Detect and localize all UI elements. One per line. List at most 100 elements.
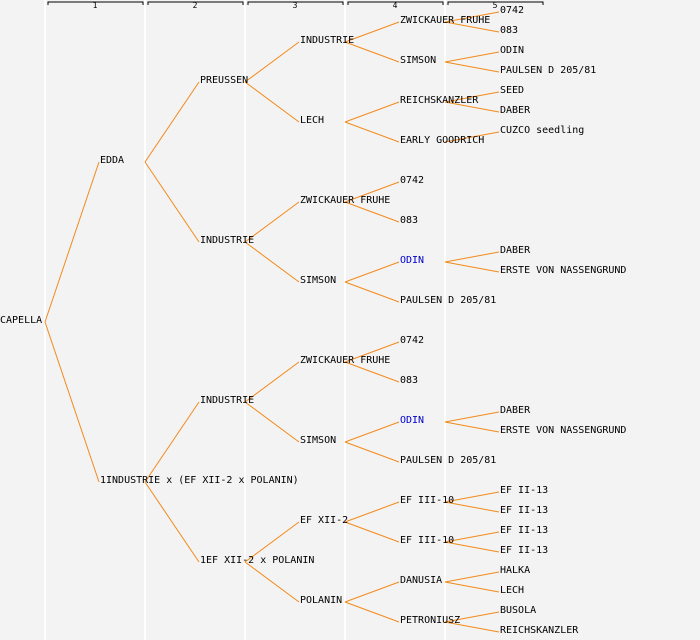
pedigree-link [444, 531, 500, 543]
ancestor-label-gen-4: EARLY GOODRICH [400, 135, 485, 146]
pedigree-link [444, 251, 500, 263]
pedigree-link [444, 581, 500, 593]
ancestor-label-gen-3: EF XII-2 [300, 515, 349, 526]
pedigree-link [444, 491, 500, 503]
pedigree-link [444, 611, 500, 623]
ancestor-label-gen-3: INDUSTRIE [300, 35, 355, 46]
ancestor-label-gen-5: ODIN [500, 45, 525, 56]
pedigree-link [344, 201, 400, 223]
pedigree-link [444, 11, 500, 23]
ancestor-label-gen-2: 1EF XII-2 x POLANIN [200, 555, 315, 566]
ancestor-label-gen-1: 1INDUSTRIE x (EF XII-2 x POLANIN) [100, 475, 299, 486]
pedigree-link [144, 161, 200, 243]
ancestor-label-gen-5: HALKA [500, 565, 531, 576]
pedigree-link [444, 91, 500, 103]
generation-bracket [47, 1, 144, 5]
ancestor-label-gen-3: SIMSON [300, 435, 337, 446]
pedigree-link [244, 81, 300, 123]
pedigree-link [444, 501, 500, 513]
ancestor-label-gen-5: 0742 [500, 5, 525, 16]
ancestor-label-gen-5: DABER [500, 405, 531, 416]
generation-header: 2 [192, 1, 198, 10]
pedigree-link [344, 601, 400, 623]
ancestor-label-gen-2: INDUSTRIE [200, 235, 255, 246]
pedigree-link [444, 21, 500, 33]
ancestor-label-gen-3: ZWICKAUER FRUHE [300, 195, 391, 206]
ancestor-label-gen-5: PAULSEN D 205/81 [500, 65, 597, 76]
pedigree-link [244, 41, 300, 83]
pedigree-link [44, 161, 100, 323]
ancestor-label-gen-4: SIMSON [400, 55, 437, 66]
ancestor-label-gen-4: REICHSKANZLER [400, 95, 479, 106]
ancestor-label-gen-5: EF II-13 [500, 525, 549, 536]
ancestor-label-gen-5: ERSTE VON NASSENGRUND [500, 265, 627, 276]
generation-header: 1 [92, 1, 98, 10]
generation-header: 5 [492, 1, 498, 10]
ancestor-label-gen-4: 083 [400, 215, 419, 226]
pedigree-link [244, 561, 300, 603]
ancestor-label-gen-4[interactable]: ODIN [400, 255, 425, 266]
pedigree-link [344, 41, 400, 63]
pedigree-link [344, 581, 400, 603]
ancestor-label-gen-5: ERSTE VON NASSENGRUND [500, 425, 627, 436]
generation-bracket [147, 1, 244, 5]
pedigree-link [344, 441, 400, 463]
pedigree-link [344, 101, 400, 123]
ancestor-label-gen-5: DABER [500, 245, 531, 256]
ancestor-label-gen-3: POLANIN [300, 595, 343, 606]
ancestor-label-gen-5: REICHSKANZLER [500, 625, 579, 636]
ancestor-label-gen-4: ZWICKAUER FRUHE [400, 15, 491, 26]
ancestor-label-gen-4: EF III-10 [400, 535, 455, 546]
pedigree-link [144, 401, 200, 483]
pedigree-link [344, 361, 400, 383]
ancestor-label-gen-5: EF II-13 [500, 485, 549, 496]
pedigree-link [444, 411, 500, 423]
ancestor-label-gen-4: 0742 [400, 175, 425, 186]
pedigree-link [444, 421, 500, 433]
pedigree-link [344, 341, 400, 363]
ancestor-label-gen-5: BUSOLA [500, 605, 537, 616]
pedigree-link [344, 521, 400, 543]
generation-header: 4 [392, 1, 398, 10]
ancestor-label-gen-5: 083 [500, 25, 519, 36]
pedigree-link [444, 261, 500, 273]
pedigree-link [344, 181, 400, 203]
ancestor-label-gen-5: EF II-13 [500, 505, 549, 516]
pedigree-link [444, 61, 500, 73]
generation-bracket [247, 1, 344, 5]
pedigree-link [244, 401, 300, 443]
pedigree-link [444, 541, 500, 553]
ancestor-label-gen-4: 083 [400, 375, 419, 386]
pedigree-link [244, 241, 300, 283]
pedigree-link [444, 131, 500, 143]
pedigree-link [444, 51, 500, 63]
pedigree-link [344, 501, 400, 523]
ancestor-label-gen-5: SEED [500, 85, 525, 96]
ancestor-label-gen-4: PAULSEN D 205/81 [400, 455, 497, 466]
pedigree-link [344, 261, 400, 283]
pedigree-link [44, 321, 100, 483]
ancestor-label-gen-5: LECH [500, 585, 525, 596]
ancestor-label-gen-4[interactable]: ODIN [400, 415, 425, 426]
generation-bracket [347, 1, 444, 5]
ancestor-label-gen-5: DABER [500, 105, 531, 116]
pedigree-link [244, 521, 300, 563]
ancestor-label-gen-5: EF II-13 [500, 545, 549, 556]
ancestor-label-gen-3: ZWICKAUER FRUHE [300, 355, 391, 366]
pedigree-link [444, 571, 500, 583]
pedigree-link [244, 201, 300, 243]
ancestor-label-gen-4: 0742 [400, 335, 425, 346]
ancestor-label-gen-4: EF III-10 [400, 495, 455, 506]
root-variety-label: CAPELLA [0, 315, 43, 326]
pedigree-link [244, 361, 300, 403]
ancestor-label-gen-3: SIMSON [300, 275, 337, 286]
ancestor-label-gen-4: PAULSEN D 205/81 [400, 295, 497, 306]
pedigree-link [444, 101, 500, 113]
ancestor-label-gen-4: DANUSIA [400, 575, 443, 586]
pedigree-link [144, 481, 200, 563]
ancestor-label-gen-1: EDDA [100, 155, 125, 166]
ancestor-label-gen-2: INDUSTRIE [200, 395, 255, 406]
pedigree-link [344, 421, 400, 443]
pedigree-link [144, 81, 200, 163]
